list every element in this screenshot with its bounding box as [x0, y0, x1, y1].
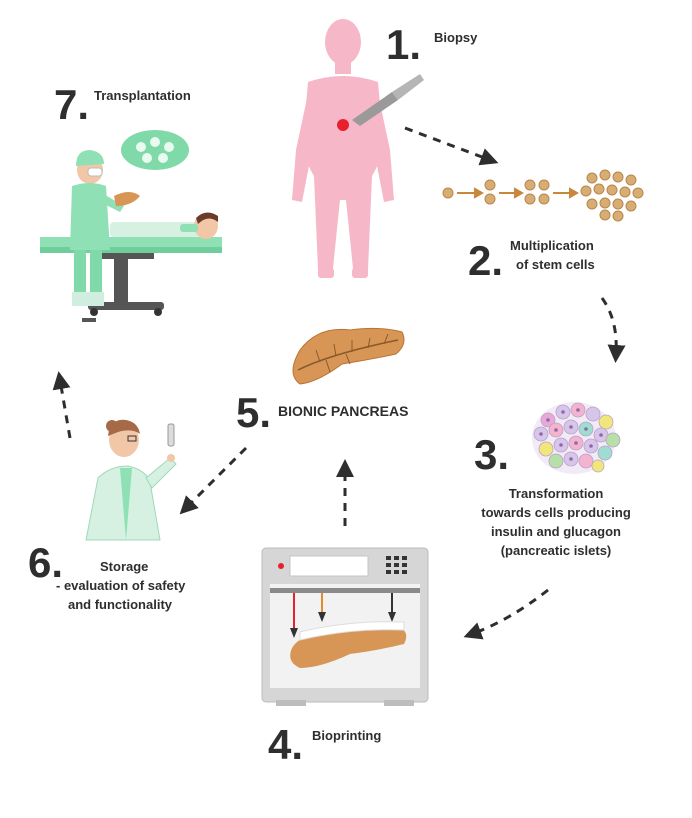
scientist-icon — [85, 419, 177, 541]
step-3-label-line: Transformation — [508, 486, 604, 501]
surgeon-icon — [70, 150, 140, 322]
patient-icon — [110, 212, 218, 239]
printer-icon — [261, 547, 429, 706]
step-7-label: Transplantation — [94, 86, 191, 105]
step-6-label-line: - evaluation of safety — [56, 578, 186, 593]
arrow-5-to-6 — [179, 446, 248, 515]
incision-dot — [337, 119, 349, 131]
step-6-label-line: Storage — [100, 559, 149, 574]
operating-table-icon — [40, 237, 222, 316]
pancreas-icon — [292, 327, 405, 385]
step-3-label-line: insulin and glucagon — [491, 524, 621, 539]
step-2-label-line: of stem cells — [516, 257, 595, 272]
surgical-lamp-icon — [121, 130, 189, 170]
step-3-label-line: (pancreatic islets) — [500, 543, 612, 558]
step-4-label-line: Bioprinting — [312, 728, 382, 743]
step-6-label: Storage - evaluation of safety and funct… — [56, 557, 216, 614]
stem-cells-icon — [442, 169, 644, 222]
step-5-label: BIONIC PANCREAS — [278, 402, 408, 421]
arrow-2-to-3 — [600, 297, 626, 363]
step-4-label: Bioprinting — [312, 726, 381, 745]
step-4-number: 4. — [268, 721, 304, 768]
step-5-label-line: BIONIC PANCREAS — [278, 403, 409, 419]
step-1-label: Biopsy — [434, 28, 477, 47]
step-7-number: 7. — [54, 81, 90, 128]
multiply-arrows — [457, 187, 580, 199]
step-7-label-line: Transplantation — [94, 88, 191, 103]
arrow-3-to-4 — [463, 588, 549, 640]
islet-cells-icon — [532, 402, 621, 474]
step-3-label-line: towards cells producing — [481, 505, 631, 520]
human-body-icon — [292, 19, 394, 278]
arrow-6-to-7 — [52, 371, 72, 439]
scalpel-icon — [352, 74, 424, 126]
step-1-number: 1. — [386, 21, 422, 68]
step-3-number: 3. — [474, 431, 510, 478]
step-1-label-line: Biopsy — [434, 30, 478, 45]
step-5-number: 5. — [236, 389, 272, 436]
step-3-label: Transformation towards cells producing i… — [458, 484, 654, 560]
step-2-label: Multiplication of stem cells — [510, 236, 595, 274]
arrow-1-to-2 — [404, 126, 499, 166]
flow-arrows — [52, 126, 626, 640]
step-2-label-line: Multiplication — [510, 238, 594, 253]
step-6-label-line: and functionality — [68, 597, 172, 612]
step-2-number: 2. — [468, 237, 504, 284]
step-6-number: 6. — [28, 539, 64, 586]
